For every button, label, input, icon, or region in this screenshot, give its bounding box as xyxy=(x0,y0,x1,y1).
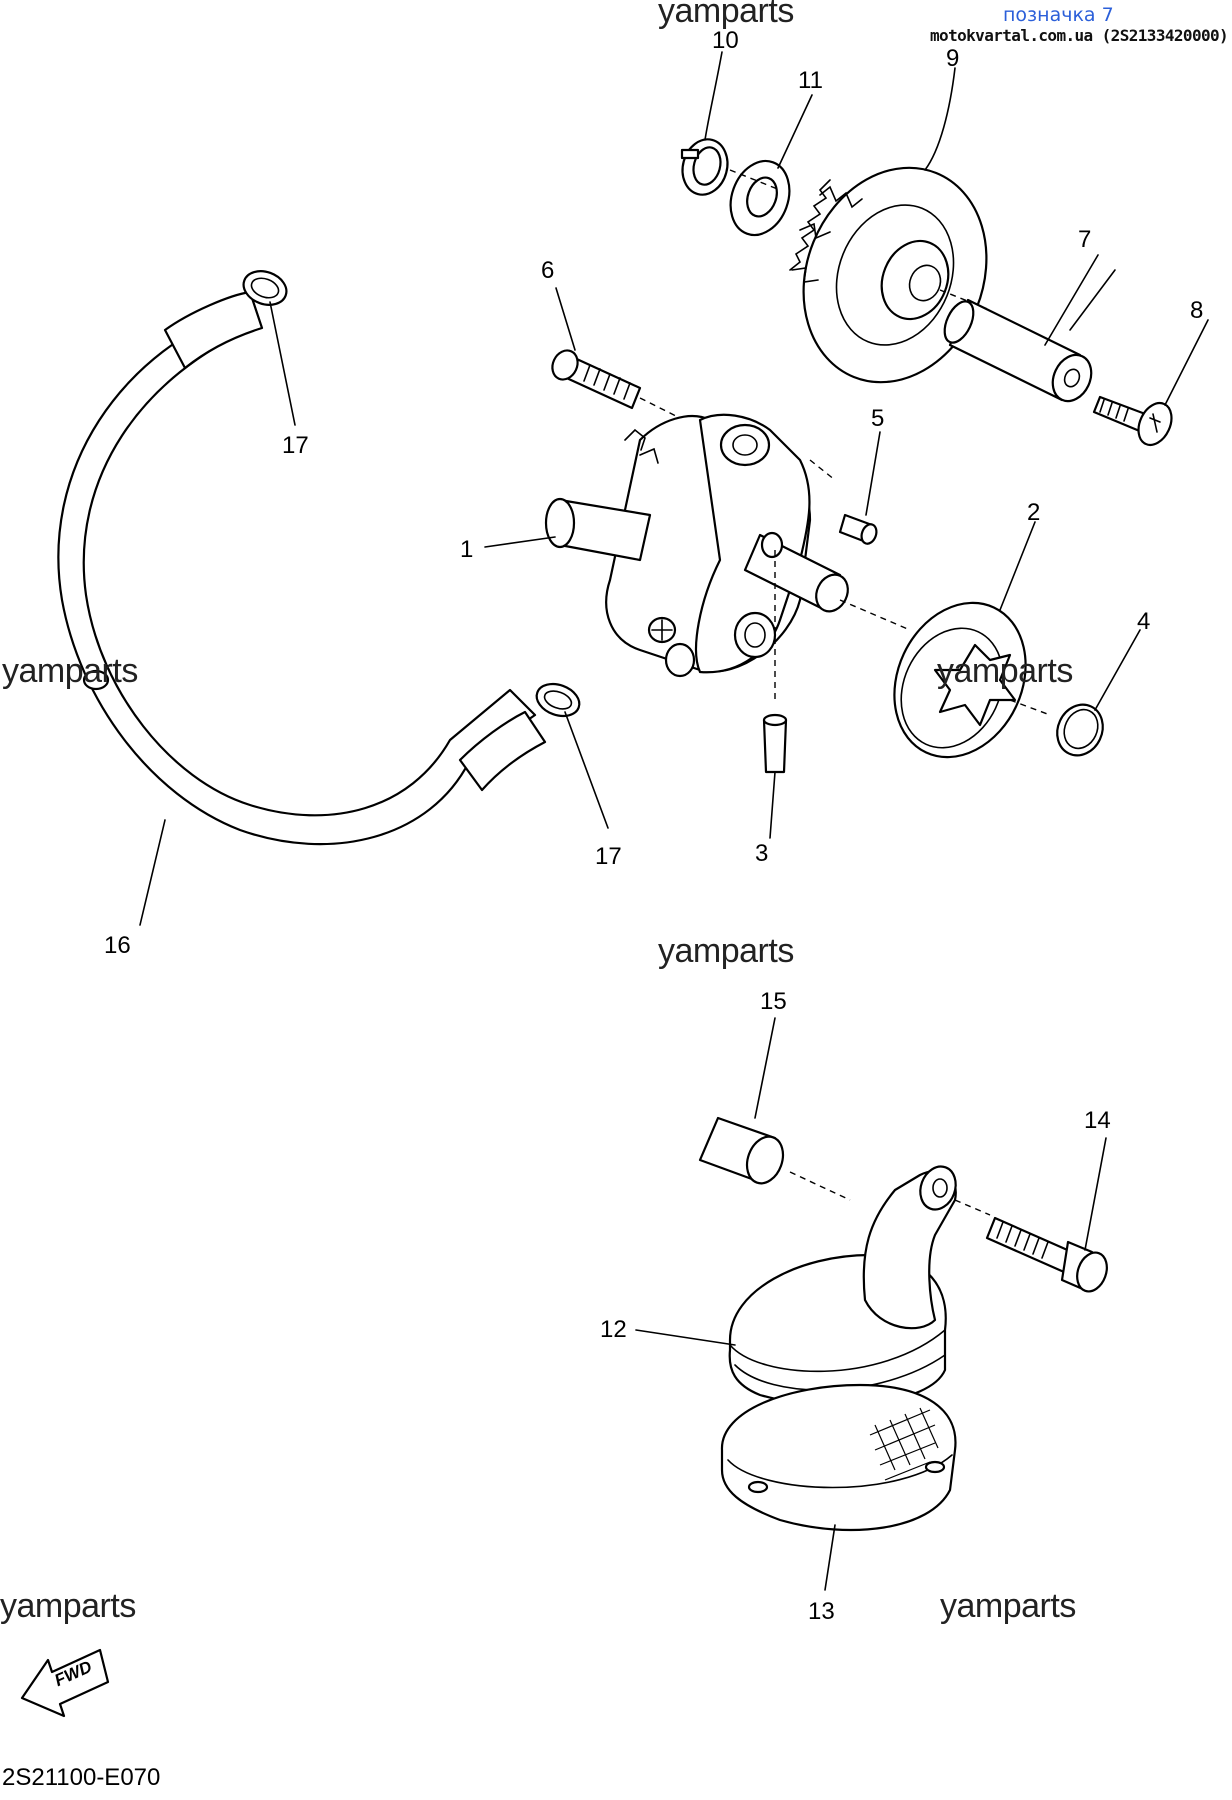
callout-11: 11 xyxy=(798,67,823,94)
fwd-arrow-icon xyxy=(20,1648,110,1718)
oil-hose xyxy=(57,290,547,846)
washer xyxy=(729,159,791,237)
circlip xyxy=(680,138,729,196)
pump-shaft xyxy=(943,298,1093,403)
watermark: yamparts xyxy=(937,652,1073,690)
callout-1: 1 xyxy=(460,536,474,563)
screw xyxy=(1092,395,1173,447)
callout-12: 12 xyxy=(600,1316,627,1343)
callout-17: 17 xyxy=(282,432,309,459)
callout-15: 15 xyxy=(760,988,787,1015)
callout-14: 14 xyxy=(1084,1107,1111,1134)
oil-strainer xyxy=(728,1165,957,1407)
pump-rotor xyxy=(893,601,1027,759)
diagram-code: 2S21100-E070 xyxy=(2,1764,161,1791)
callout-4: 4 xyxy=(1137,608,1151,635)
callout-8: 8 xyxy=(1190,297,1204,324)
header-mark: позначка 7 xyxy=(1003,4,1114,26)
watermark: yamparts xyxy=(940,1587,1076,1625)
callout-7: 7 xyxy=(1078,226,1092,253)
callout-17: 17 xyxy=(595,843,622,870)
hose-clamp-lower xyxy=(535,682,581,718)
callout-10: 10 xyxy=(712,27,739,54)
oil-pump-body xyxy=(544,413,812,678)
callout-2: 2 xyxy=(1027,499,1041,526)
pump-drive-gear xyxy=(789,166,988,384)
hose-clamp-upper xyxy=(242,270,288,306)
callout-13: 13 xyxy=(808,1598,835,1625)
dowel-pin xyxy=(838,513,878,545)
header-source-ref: motokvartal.com.ua (2S2133420000) xyxy=(930,26,1229,45)
callout-3: 3 xyxy=(755,840,769,867)
pin xyxy=(762,713,788,774)
strainer-cover xyxy=(720,1383,957,1532)
callout-6: 6 xyxy=(541,257,555,284)
callout-9: 9 xyxy=(946,45,960,72)
collar xyxy=(698,1116,785,1185)
o-ring xyxy=(1056,703,1104,757)
callout-16: 16 xyxy=(104,932,131,959)
watermark: yamparts xyxy=(658,0,794,30)
pump-spindle xyxy=(743,531,849,613)
callout-5: 5 xyxy=(871,405,885,432)
leader-lines xyxy=(139,51,1209,1591)
watermark: yamparts xyxy=(658,932,794,970)
flange-bolt xyxy=(985,1216,1108,1293)
watermark: yamparts xyxy=(2,652,138,690)
watermark: yamparts xyxy=(0,1587,136,1625)
bolt xyxy=(551,349,642,410)
